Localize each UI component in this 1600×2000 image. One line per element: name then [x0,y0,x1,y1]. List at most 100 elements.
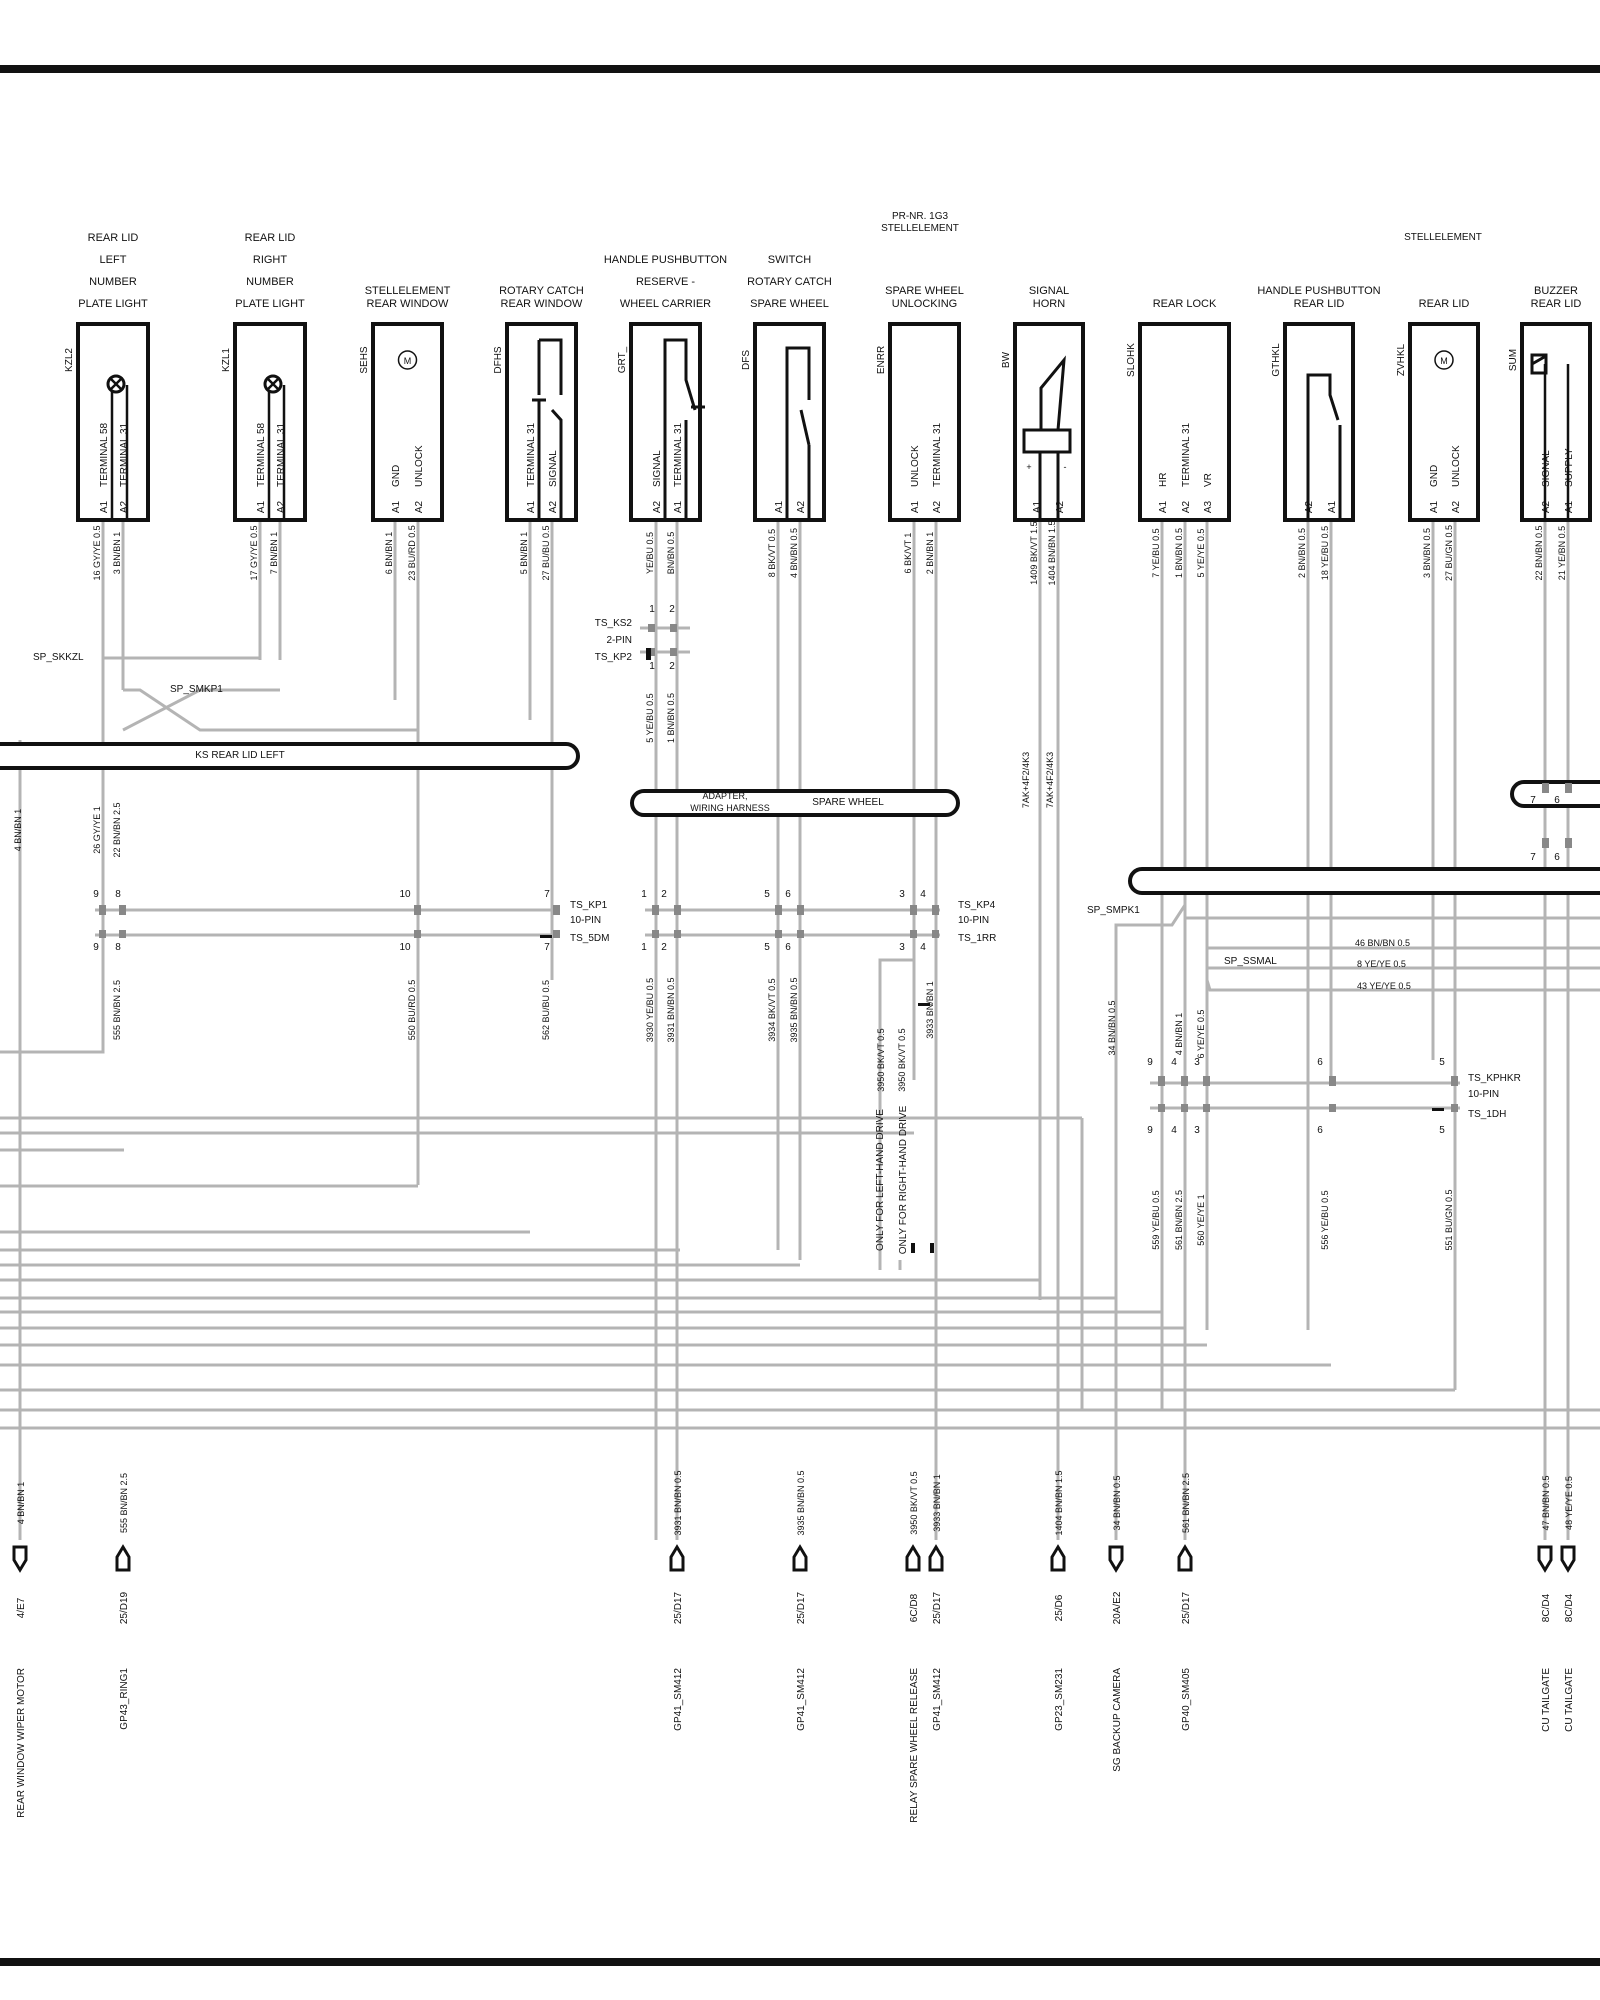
pin-block [1329,1076,1336,1086]
wire-label: 6 BK/VT 1 [903,533,913,574]
pin-number: 6 [1554,852,1560,863]
switch-icon [785,346,811,518]
component-code: KZL1 [221,348,232,372]
wire-label: 26 GY/YE 1 [92,806,102,854]
wire-label: 7 YE/BU 0.5 [1151,528,1161,577]
component-code: SUM [1508,349,1519,371]
polarity-plus: + [1026,462,1031,472]
component-title: REAR LID [245,232,296,244]
component-title: REAR LID [1531,298,1582,310]
component-code: DFHS [493,346,504,374]
wire-label: 561 BN/BN 2.5 [1174,1190,1184,1250]
pin-id: A1 [526,500,537,513]
component-code: BW [1001,351,1012,368]
pin-number: 3 [899,889,905,900]
terminal-wire-label: 47 BN/BN 0.5 [1541,1475,1551,1530]
wire [1080,1118,1600,1412]
component-title: HANDLE PUSHBUTTON [604,254,727,266]
wire-label: 1 BN/BN 0.5 [1174,528,1184,578]
terminal-ref: 8C/D4 [1541,1593,1552,1622]
terminal-destination: GP23_SM231 [1054,1668,1065,1731]
pin-block [1203,1076,1210,1086]
conn-ts-kp1-pins: 10-PIN [570,915,601,926]
harness-ks-rear-lid-left [0,742,580,770]
pin-number: 3 [1194,1125,1200,1136]
wire [0,900,105,1054]
component-title: HORN [1033,298,1065,310]
wire-label: 2 BN/BN 0.5 [1297,528,1307,578]
pin-block [1565,838,1572,848]
component-title: REAR WINDOW [501,298,584,310]
pin-label: VR [1203,473,1214,487]
wire-label: 4 BN/BN 0.5 [789,528,799,578]
pin-label: TERMINAL 31 [1181,422,1192,487]
pin-id: A2 [1181,500,1192,513]
terminal-arrow-out [12,1545,28,1573]
component-title: SPARE WHEEL [885,285,964,297]
pin-number: 3 [1194,1057,1200,1068]
component-title: RIGHT [253,254,288,266]
pin-number: 4 [920,942,926,953]
pin-block [910,930,917,938]
pin-number: 2 [661,889,667,900]
pin-id: A2 [652,500,663,513]
component-title: LEFT [100,254,127,266]
component-title: SPARE WHEEL [750,298,829,310]
wire-label: 17 GY/YE 0.5 [249,525,259,580]
pin-id: A2 [932,500,943,513]
wire [1205,979,1600,992]
pin-block [648,624,655,632]
pin-block [674,905,681,915]
pin-number: 7 [544,889,550,900]
terminal-wire-label: 561 BN/BN 2.5 [1181,1473,1191,1533]
pin-block [119,930,126,938]
splice-sp-ssmal: SP_SSMAL [1224,956,1277,967]
wire-label: 5 YE/BU 0.5 [645,693,655,742]
component-title: NUMBER [246,276,294,288]
wire-label: 562 BU/BU 0.5 [541,980,551,1040]
wire-label: 27 BU/GN 0.5 [1444,525,1454,581]
wire-label: 7AK+4F2/4K3 [1045,752,1055,808]
pin-id: A2 [1055,500,1066,513]
component-title: SIGNAL [1029,285,1069,297]
pin-number: 8 [115,942,121,953]
pin-id: A1 [391,500,402,513]
component-title: REAR LOCK [1153,298,1217,310]
wire-label: 18 YE/BU 0.5 [1320,526,1330,580]
pin-number: 2 [669,604,675,615]
pin-id: A1 [1032,500,1043,513]
component-title: NUMBER [89,276,137,288]
pr-stellelement-note: STELLELEMENT [881,223,959,234]
pin-block [775,930,782,938]
pin-label: HR [1158,473,1169,487]
component-code: DFS [741,350,752,370]
pin-block [932,930,939,938]
pin-number: 9 [93,942,99,953]
terminal-wire-label: 3931 BN/BN 0.5 [673,1470,683,1535]
wire-label: 3 BN/BN 1 [112,532,122,575]
terminal-wire-label: 4 BN/BN 1 [16,1482,26,1525]
terminal-ref: 25/D6 [1054,1594,1065,1621]
motor-icon [1434,350,1454,370]
motor-icon-label: M [1440,356,1448,366]
component-title: BUZZER [1534,285,1578,297]
wire-label: 3935 BN/BN 0.5 [789,977,799,1042]
component-title: REAR LID [88,232,139,244]
connector-ground-mark [540,935,552,938]
terminal-ref: 25/D19 [119,1591,130,1624]
terminal-destination: GP43_RING1 [119,1668,130,1730]
terminal-destination: REAR WINDOW WIPER MOTOR [16,1668,27,1818]
terminal-ref: 4/E7 [16,1597,27,1618]
splice-sp-smkp1: SP_SMKP1 [170,684,223,695]
pin-number: 5 [1439,1125,1445,1136]
pin-id: A1 [673,500,684,513]
